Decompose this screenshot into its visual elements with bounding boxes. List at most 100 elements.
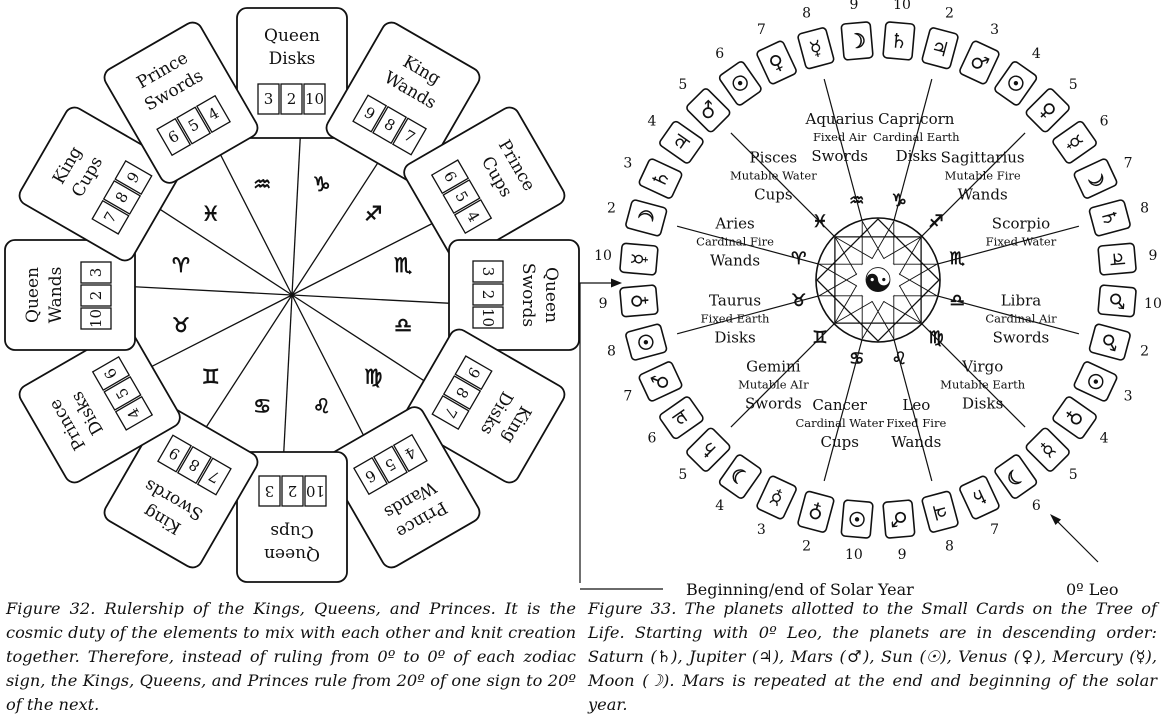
planet-icon: ♂ [1104,291,1129,311]
sector-sign-name: Aries [714,215,754,233]
small-card-number: 6 [715,46,724,62]
small-card: ☽ [840,21,874,61]
sign-boundary [676,225,819,265]
figure-32-caption: Figure 32. Rulership of the Kings, Queen… [6,599,576,714]
sign-glyph: ♋︎ [253,394,271,418]
planet-icon: ☉ [847,506,867,531]
small-card: ♂ [638,361,683,402]
decan-cell [304,475,327,507]
decan-cell [80,261,112,284]
decan-cell [281,475,304,507]
court-box [103,406,259,569]
sign-boundary [937,295,1080,335]
court-box [18,328,181,484]
small-card-box [756,40,797,85]
sector-sign-mode: Fixed Fire [886,416,946,430]
small-card-box [882,499,916,539]
small-card-box [959,40,1000,85]
small-card-box [1097,242,1137,276]
decan-number: 3 [87,268,105,278]
decan-cell [103,375,142,411]
sector-sign-glyph: ♊︎ [812,328,827,348]
solar-year-label: Beginning/end of Solar Year [686,580,914,599]
small-card-number: 3 [623,155,632,171]
decan-cell [472,260,504,283]
sign-glyph: ♌︎ [313,394,331,418]
small-card-box [686,88,731,133]
small-card: ☽ [1073,158,1118,199]
small-card-box [619,242,659,276]
decan-cell [156,117,192,157]
small-card: ♄ [1088,199,1131,237]
sector-sign-suit: Cups [820,433,858,451]
small-card-box [625,199,668,237]
decan-cell [372,105,408,145]
decan-number: 2 [479,290,497,300]
small-card-number: 5 [1069,467,1078,483]
small-card-number: 4 [1032,46,1041,62]
sign-boundary [893,78,933,221]
sector-sign-glyph: ♌︎ [892,349,907,369]
decan-number: 10 [479,308,497,327]
small-card-number: 2 [802,539,811,555]
sector-sign-name: Gemini [746,358,801,376]
sector-sign-suit: Swords [993,328,1050,346]
small-card: ♄ [882,21,916,61]
planet-icon: ☿ [807,35,825,61]
small-card-box [921,27,959,70]
court-rank: Queen [541,267,561,323]
small-card-number: 8 [802,5,811,21]
court-box [325,21,481,184]
sign-glyph: ♒︎ [253,172,271,196]
court-rank: Queen [23,267,43,323]
court-rank: Queen [264,544,320,564]
small-card: ☽ [625,199,668,237]
sector-sign-suit: Cups [754,185,792,203]
sign-boundary [893,339,933,482]
decan-cell [442,375,482,411]
decan-cell [430,159,470,195]
decan-cell [114,395,154,431]
decan-cell [472,306,504,329]
sign-glyph: ♐︎ [364,202,382,226]
small-card-number: 6 [647,430,656,446]
small-card-number: 3 [757,522,766,538]
small-card-number: 7 [1124,155,1133,171]
decan-cell [392,433,428,473]
sector-sign-glyph: ♑︎ [892,191,907,211]
small-card-box [840,499,874,539]
small-card-number: 2 [1140,343,1149,359]
decan-cell [431,395,470,430]
small-card-number: 7 [990,522,999,538]
small-card-number: 8 [1140,201,1149,217]
small-card-number: 9 [898,547,907,563]
small-card: ♀ [797,490,835,533]
small-card: ♂ [959,40,1000,85]
planet-icon: ♄ [1096,206,1124,230]
planet-icon: ♂ [1096,330,1124,354]
court-box [18,106,181,262]
small-card-number: 4 [715,498,724,514]
court-suit: Disks [269,49,316,69]
court-suit: Cups [270,521,314,541]
small-card-number: 2 [945,5,954,21]
small-card-number: 7 [757,22,766,38]
court-box [325,406,481,569]
sector-sign-mode: Fixed Water [986,235,1057,249]
small-card-number: 10 [893,0,911,13]
small-card-box [1052,396,1097,440]
sector-sign-suit: Swords [745,395,802,413]
planet-icon: ♃ [928,498,952,526]
sector-sign-suit: Disks [962,395,1003,413]
sign-boundary [823,339,863,482]
decan-cell [257,83,280,115]
sector-sign-name: Pisces [750,148,798,166]
small-card-box [659,396,704,440]
sector-sign-mode: Cardinal Water [795,416,884,430]
